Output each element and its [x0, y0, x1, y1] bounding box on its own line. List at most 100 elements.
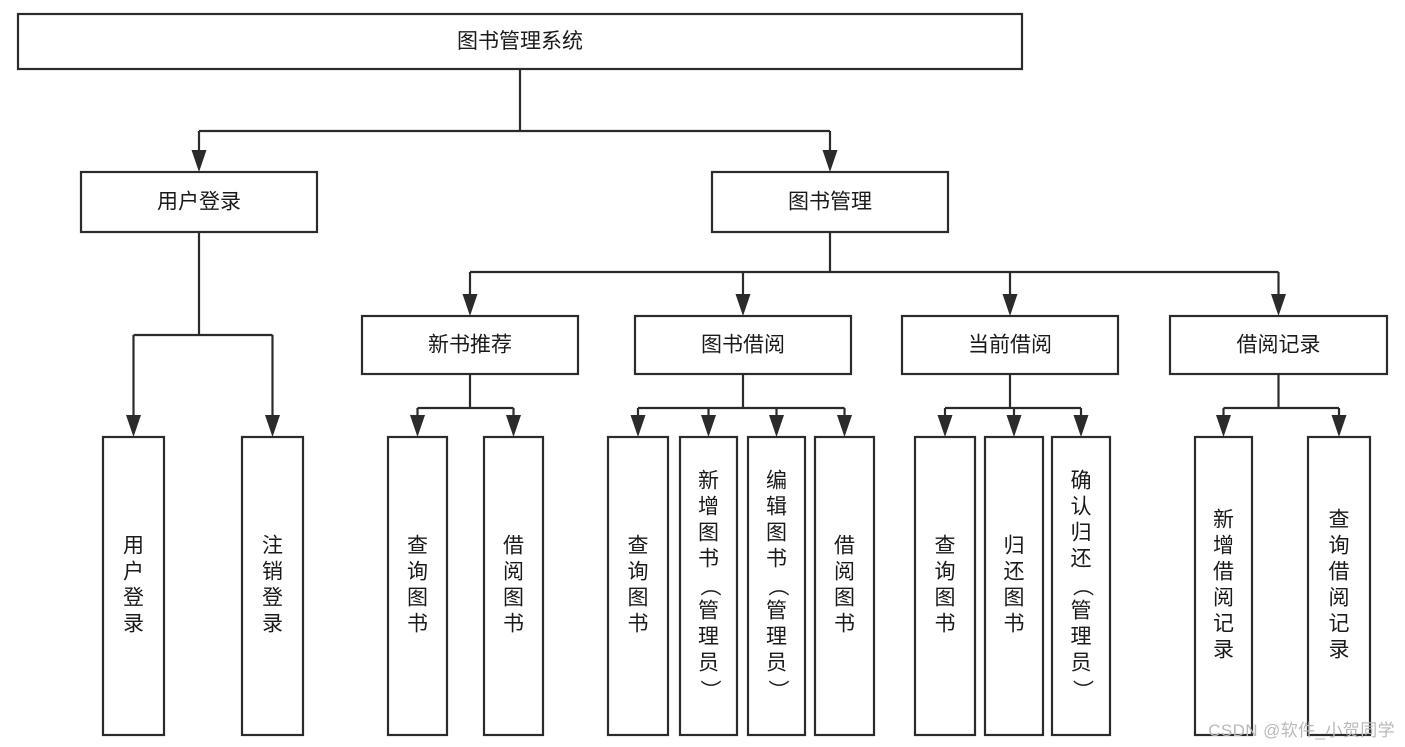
- node-label-char: 注: [262, 535, 283, 558]
- node-label-char: 录: [1329, 639, 1350, 662]
- node-label-char: 书: [407, 613, 428, 636]
- node-label-char: 员: [698, 652, 719, 675]
- node-label-char: 书: [766, 548, 787, 571]
- edge-group: [630, 374, 852, 437]
- node-label-char: 阅: [503, 561, 524, 584]
- arrow-head-icon: [462, 294, 478, 316]
- node-label-char: 借: [1329, 561, 1350, 584]
- node-label-char: 编: [766, 470, 787, 493]
- node-borrow-record[interactable]: 借阅记录: [1168, 314, 1389, 376]
- node-label-char: 录: [1213, 639, 1234, 662]
- node-box: [101, 435, 166, 737]
- node-label-char: 归: [1004, 535, 1025, 558]
- node-label-char: 询: [1329, 535, 1350, 558]
- node-label-char: 销: [262, 561, 283, 584]
- edge-group: [410, 374, 521, 437]
- node-label-char: 图: [935, 587, 956, 610]
- node-box: [482, 435, 545, 737]
- node-label-char: 增: [1213, 535, 1234, 558]
- node-label-char: 登: [123, 587, 144, 610]
- edge-group: [937, 374, 1089, 437]
- node-label-char: 登: [262, 587, 283, 610]
- node-label-char: 记: [1329, 613, 1350, 636]
- node-label: 新书推荐: [428, 334, 512, 357]
- arrow-head-icon: [769, 415, 784, 437]
- node-label-char: 书: [698, 548, 719, 571]
- node-label-char: （: [1070, 576, 1093, 597]
- node-label-char: 理: [1071, 626, 1092, 649]
- node-label-char: ）: [1070, 680, 1093, 701]
- node-root[interactable]: 图书管理系统: [16, 12, 1024, 71]
- node-box: [79, 170, 319, 234]
- node-box: [16, 12, 1024, 71]
- node-label-char: 图: [503, 587, 524, 610]
- node-box: [1168, 314, 1389, 376]
- node-label: 当前借阅: [968, 334, 1052, 357]
- node-label-char: 书: [503, 613, 524, 636]
- node-book-borrow[interactable]: 图书借阅: [633, 314, 853, 376]
- node-box: [746, 435, 807, 737]
- node-label-char: 查: [1329, 509, 1350, 532]
- arrow-head-icon: [1331, 415, 1347, 437]
- node-leaf-user-login[interactable]: 用户登录: [101, 435, 166, 737]
- arrow-head-icon: [630, 415, 646, 437]
- node-box: [633, 314, 853, 376]
- node-label-char: 查: [628, 535, 649, 558]
- node-new-book-rec[interactable]: 新书推荐: [360, 314, 580, 376]
- node-label-char: 辑: [766, 496, 787, 519]
- node-label-char: 理: [698, 626, 719, 649]
- arrow-head-icon: [735, 294, 751, 316]
- node-label-char: 确: [1071, 470, 1092, 493]
- node-box: [813, 435, 876, 737]
- node-label-char: 借: [503, 535, 524, 558]
- node-label-char: 员: [1071, 652, 1092, 675]
- node-label-char: 认: [1071, 496, 1092, 519]
- node-label-char: 员: [766, 652, 787, 675]
- node-label-char: 图: [834, 587, 855, 610]
- edges-layer: [126, 69, 1347, 437]
- node-label-char: 管: [766, 600, 787, 623]
- node-label-char: 借: [834, 535, 855, 558]
- node-label-char: 管: [1071, 600, 1092, 623]
- node-user-login[interactable]: 用户登录: [79, 170, 319, 234]
- node-label-char: 借: [1213, 561, 1234, 584]
- arrow-head-icon: [265, 415, 280, 437]
- node-label-char: ）: [766, 680, 789, 701]
- node-current-borrow[interactable]: 当前借阅: [900, 314, 1120, 376]
- node-box: [983, 435, 1045, 737]
- node-box: [1050, 435, 1112, 737]
- arrow-head-icon: [1073, 415, 1089, 437]
- node-label-char: 图: [1004, 587, 1025, 610]
- edge-group: [462, 232, 1286, 316]
- node-label-char: （: [766, 576, 789, 597]
- arrow-head-icon: [506, 415, 521, 437]
- node-label-char: 管: [698, 600, 719, 623]
- arrow-head-icon: [126, 415, 141, 437]
- node-label: 图书管理系统: [457, 30, 583, 53]
- node-label-char: 理: [766, 626, 787, 649]
- node-label-char: 询: [407, 561, 428, 584]
- node-book-manage[interactable]: 图书管理: [710, 170, 950, 234]
- node-label: 用户登录: [123, 535, 144, 636]
- node-label-char: 书: [1004, 613, 1025, 636]
